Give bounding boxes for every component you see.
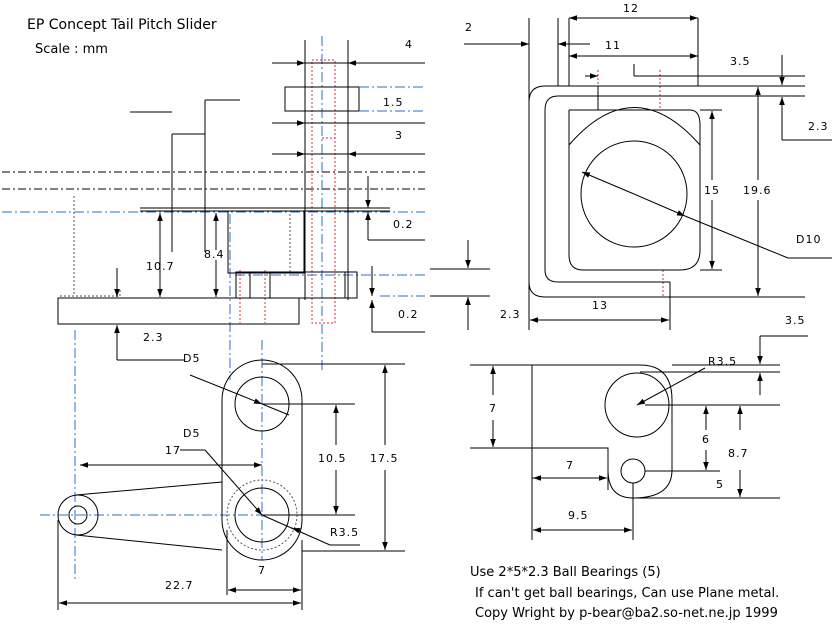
dim-arm-22-7: 22.7	[165, 579, 194, 592]
dim-side-1-5: 1.5	[383, 96, 404, 109]
dim-top-d10: D10	[796, 233, 821, 246]
note-copyright: Copy Wright by p-bear@ba2.so-net.ne.jp 1…	[475, 606, 778, 621]
dim-arm-17: 17	[165, 444, 181, 457]
dim-det-3-5: 3.5	[785, 314, 806, 327]
dim-side-0-2-bot: 0.2	[398, 308, 419, 321]
dim-side-0-2-top: 0.2	[393, 218, 414, 231]
dim-top-19-6: 19.6	[743, 184, 772, 197]
dim-arm-d5-top: D5	[183, 352, 200, 365]
dim-top-11: 11	[605, 39, 621, 52]
dim-det-6: 6	[702, 433, 710, 446]
detail-view: 3.5 R3.5 7 6 8.7 5 7 9.5	[470, 314, 808, 540]
dim-top-2-3: 2.3	[808, 120, 829, 133]
dim-top-3-5: 3.5	[730, 55, 751, 68]
dim-det-9-5: 9.5	[568, 509, 589, 522]
dim-top-15: 15	[704, 184, 720, 197]
arm-view: D5 D5 17 10.5 17.5 R3.5 22.7	[40, 330, 405, 610]
dim-arm-10-5: 10.5	[318, 452, 347, 465]
dim-det-5: 5	[716, 478, 724, 491]
dim-top-2: 2	[465, 21, 473, 34]
dim-det-r3-5: R3.5	[708, 355, 737, 368]
dim-side-8-4: 8.4	[204, 248, 225, 261]
top-view: 12 2 11 3.5 2.3 15 19.6	[430, 2, 832, 330]
dim-side-4: 4	[405, 38, 413, 51]
dim-det-7-v: 7	[489, 402, 497, 415]
note-plane-metal: If can't get ball bearings, Can use Plan…	[475, 586, 779, 601]
drawing-title: EP Concept Tail Pitch Slider	[27, 17, 217, 33]
scale-label: Scale : mm	[35, 42, 108, 57]
dim-side-3: 3	[395, 129, 403, 142]
dim-arm-d5-bot: D5	[183, 427, 200, 440]
notes: Use 2*5*2.3 Ball Bearings (5) If can't g…	[470, 565, 779, 621]
dim-det-7-h: 7	[566, 459, 574, 472]
note-bearings: Use 2*5*2.3 Ball Bearings (5)	[470, 565, 661, 580]
dim-side-10-7: 10.7	[146, 260, 175, 273]
dim-arm-17-5: 17.5	[370, 452, 399, 465]
dim-arm-r3-5: R3.5	[330, 526, 359, 539]
dim-det-8-7: 8.7	[728, 447, 749, 460]
dim-side-2-3: 2.3	[143, 331, 164, 344]
side-view: 4 1.5 3 0.2 0.2 10.7 8.4	[2, 36, 425, 380]
dim-top-12: 12	[623, 2, 639, 15]
dim-arm-7: 7	[258, 564, 266, 577]
dim-mid-2-3: 2.3	[500, 308, 521, 321]
dim-top-13: 13	[592, 299, 608, 312]
